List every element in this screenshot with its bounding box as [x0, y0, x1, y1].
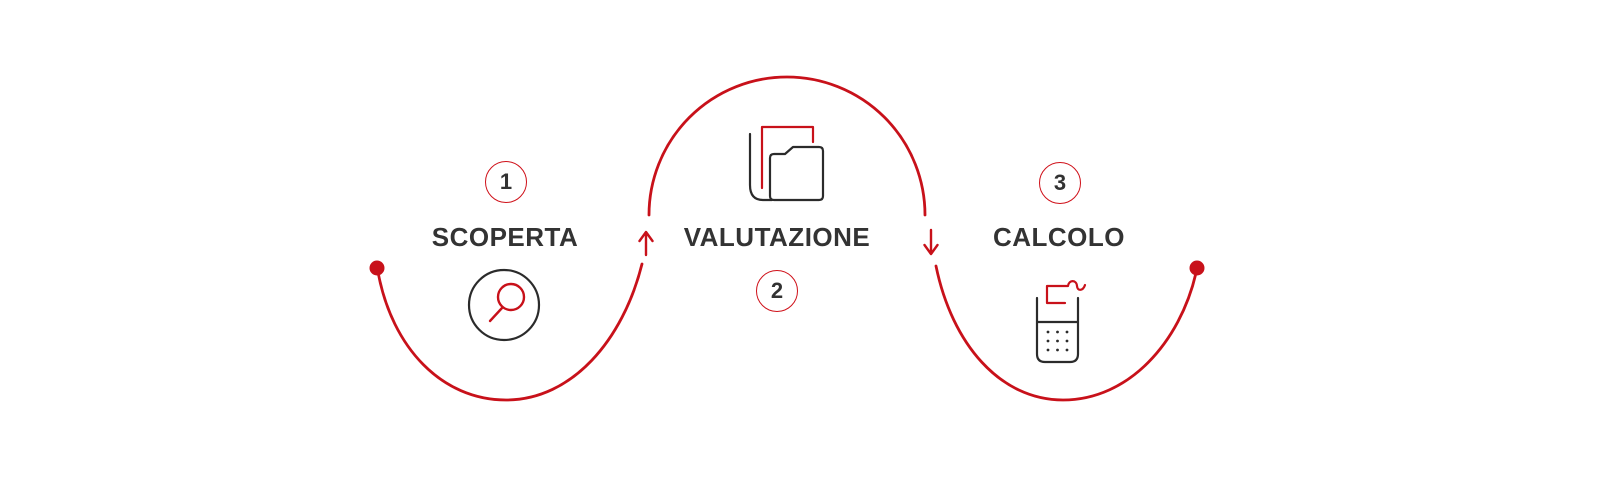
flow-end-dot: [1189, 260, 1205, 276]
flow-left-curve: [376, 262, 644, 402]
step-3-number-badge: 3: [1039, 162, 1081, 204]
step-1-number-badge: 1: [485, 161, 527, 203]
keypad-dots: [1046, 330, 1069, 352]
flow-down-arrow-icon: [923, 228, 939, 256]
step-3-label: CALCOLO: [992, 222, 1126, 252]
flow-center-arc: [647, 75, 927, 217]
calculator-icon: [1035, 280, 1087, 364]
flow-right-curve: [934, 264, 1198, 402]
step-2-label: VALUTAZIONE: [683, 222, 871, 252]
step-3-number: 3: [1053, 170, 1067, 195]
step-2-number-badge: 2: [756, 270, 798, 312]
magnifier-icon: [467, 268, 541, 342]
flow-up-arrow-icon: [638, 230, 654, 257]
flow-start-dot: [369, 260, 385, 276]
step-1-label: SCOPERTA: [431, 222, 579, 252]
folder-icon: [748, 125, 825, 202]
step-1-number: 1: [499, 169, 513, 194]
step-2-number: 2: [770, 278, 784, 303]
